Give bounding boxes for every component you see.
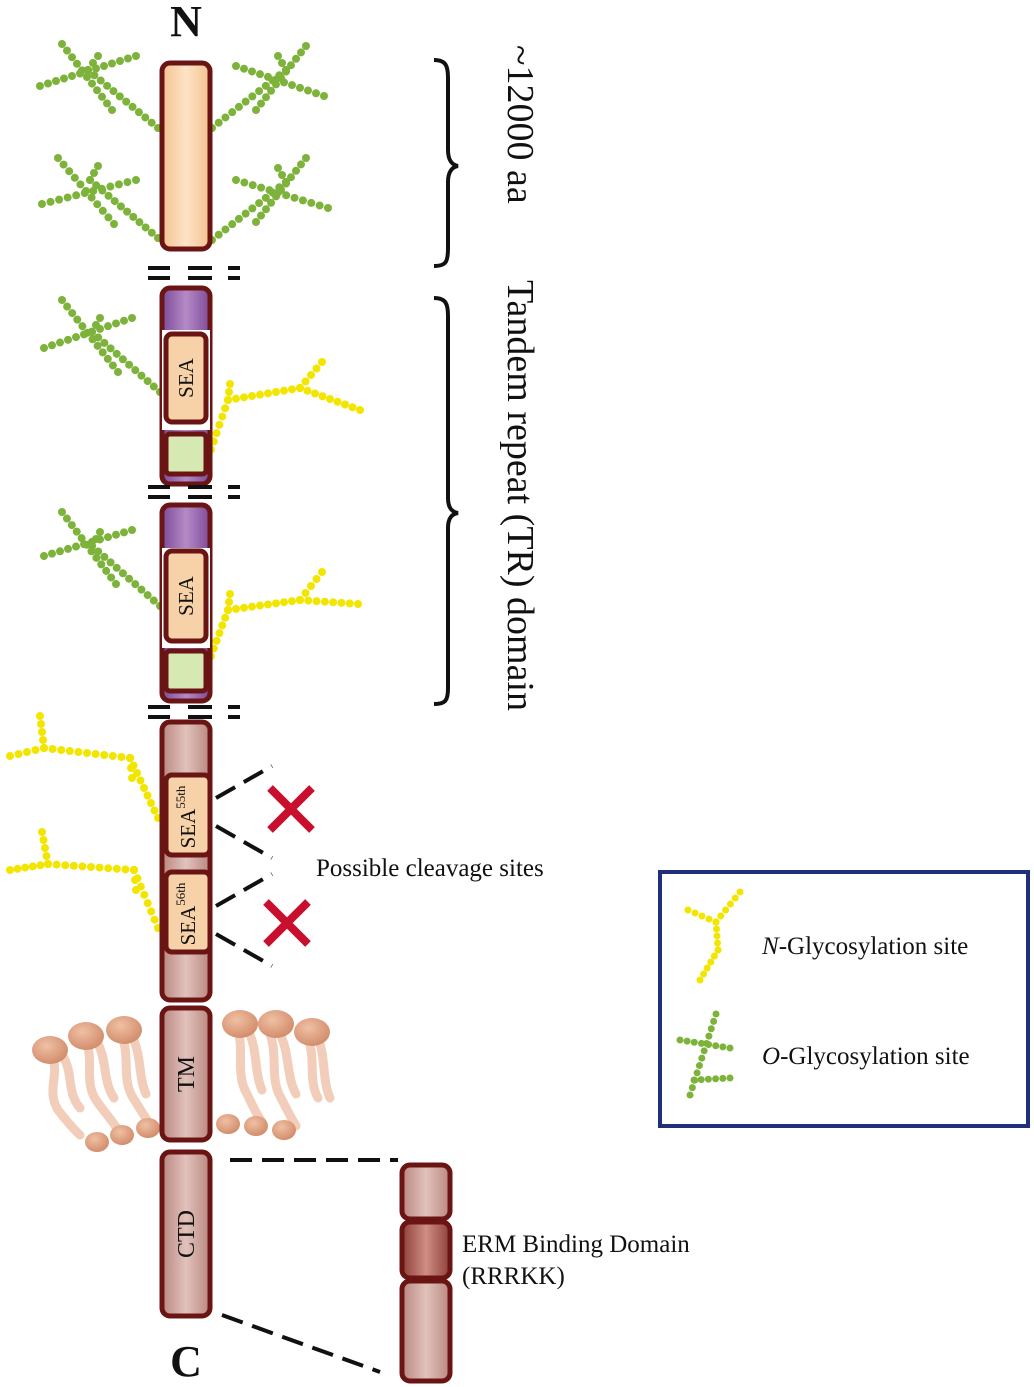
ctd-expansion-lines	[221, 1158, 398, 1374]
sea-label-56: SEA56th	[173, 882, 200, 945]
legend-box	[658, 870, 1030, 1128]
sea-domain-56	[163, 869, 213, 955]
sea-domain-2	[163, 548, 209, 644]
erm-label-line2: (RRRKK)	[462, 1263, 565, 1290]
legend-icons	[676, 888, 744, 1099]
transmembrane-block	[159, 1005, 213, 1143]
cytoplasmic-tail-block	[159, 1149, 213, 1319]
cleavage-x-mark-2	[263, 899, 311, 947]
legend-o-glycosylation-label: O-Glycosylation site	[762, 1043, 970, 1070]
cleavage-lines	[215, 764, 273, 968]
o-glycan-tr-1	[40, 296, 164, 396]
sea-label-1: SEA	[174, 357, 198, 398]
cleavage-x-mark-1	[267, 785, 315, 833]
tr-green-box-2	[163, 648, 209, 694]
sea-label-56-superscript: 56th	[173, 882, 188, 906]
legend-o-glycan-icon	[676, 1010, 734, 1099]
sea-domain-1	[163, 331, 209, 425]
n-glycan-sea55	[6, 712, 162, 822]
c-terminus-label: C	[170, 1337, 202, 1386]
o-glycan-top-left-1	[36, 40, 162, 132]
o-glycan-top-left-2	[38, 154, 162, 242]
protein-backbone	[159, 60, 213, 1319]
o-glycan-top-right-2	[208, 154, 332, 244]
cleavage-sites-label: Possible cleavage sites	[316, 855, 544, 882]
erm-binding-domain	[399, 1219, 453, 1281]
tm-label: TM	[174, 1056, 200, 1092]
n-glycan-sea56	[6, 828, 162, 932]
erm-label-line1: ERM Binding Domain	[462, 1231, 690, 1258]
ctd-expanded	[399, 1162, 453, 1384]
n-glycan-tr-2	[204, 568, 362, 668]
bracket-12000aa	[433, 58, 459, 268]
cell-membrane	[32, 1010, 335, 1152]
ctd-label: CTD	[174, 1210, 200, 1258]
break-marker-2	[148, 485, 240, 499]
break-markers	[148, 266, 240, 719]
ctd-segment-lower	[399, 1278, 453, 1384]
label-tr-domain: Tandem repeat (TR) domain	[499, 280, 541, 711]
n-terminal-block	[159, 60, 213, 252]
legend-n-glycan-icon	[684, 888, 744, 984]
ctd-segment-upper	[399, 1162, 453, 1222]
bracket-tr-domain	[433, 296, 459, 706]
glycan-layer	[6, 40, 364, 932]
label-12000aa: ~12000 aa	[499, 45, 541, 204]
sea-label-2: SEA	[174, 575, 198, 616]
tr-green-box-1	[163, 431, 209, 477]
break-marker-1	[148, 266, 240, 280]
sea-label-55: SEA55th	[173, 785, 200, 848]
membrane-proximal-block	[159, 719, 213, 1003]
sea-label-55-superscript: 55th	[173, 785, 188, 809]
legend-n-glycosylation-label: N-Glycosylation site	[761, 933, 968, 960]
legend: N-Glycosylation site O-Glycosylation sit…	[658, 870, 1030, 1128]
o-glycan-top-right-1	[208, 42, 328, 132]
n-glycan-tr-1	[204, 358, 364, 462]
break-marker-3	[148, 705, 240, 719]
n-terminus-label: N	[170, 0, 202, 46]
o-glycan-tr-2	[40, 508, 164, 610]
sea-domain-55	[163, 772, 213, 858]
